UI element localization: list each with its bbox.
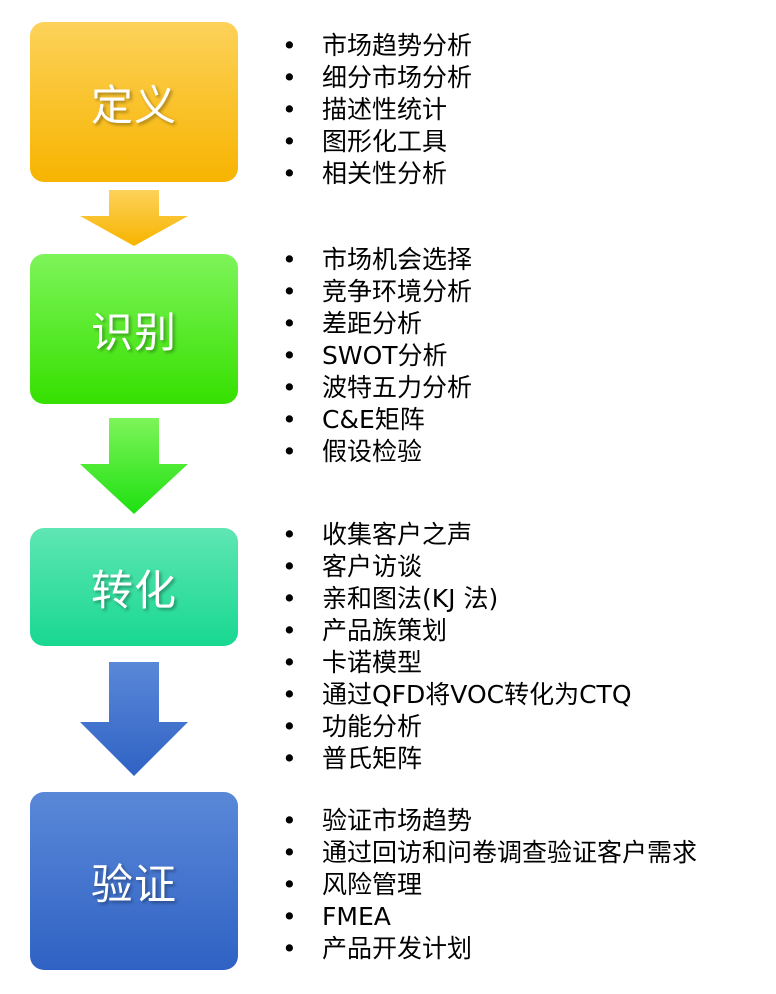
arrow-define-to-identify: [80, 190, 188, 246]
transform-item-list: 收集客户之声 客户访谈 亲和图法(KJ 法) 产品族策划 卡诺模型 通过QFD将…: [280, 519, 632, 775]
stage-title-identify: 识别: [90, 307, 177, 357]
list-item: 竞争环境分析: [280, 276, 472, 308]
list-item: 图形化工具: [280, 126, 472, 158]
list-item: 产品开发计划: [280, 933, 697, 965]
list-item: 市场趋势分析: [280, 30, 472, 62]
list-item: 卡诺模型: [280, 647, 632, 679]
list-item: 细分市场分析: [280, 62, 472, 94]
stage-box-transform: 转化: [30, 528, 238, 646]
list-item: 相关性分析: [280, 158, 472, 190]
list-item: 功能分析: [280, 711, 632, 743]
stage-box-verify: 验证: [30, 792, 238, 970]
stage-box-identify: 识别: [30, 254, 238, 404]
list-item: 产品族策划: [280, 615, 632, 647]
arrow-identify-to-transform: [80, 418, 188, 514]
arrow-transform-to-verify: [80, 662, 188, 776]
list-item: 验证市场趋势: [280, 805, 697, 837]
list-item: SWOT分析: [280, 340, 472, 372]
list-item: 收集客户之声: [280, 519, 632, 551]
list-item: 假设检验: [280, 436, 472, 468]
stage-title-transform: 转化: [90, 565, 177, 615]
identify-item-list: 市场机会选择 竞争环境分析 差距分析 SWOT分析 波特五力分析 C&E矩阵 假…: [280, 244, 472, 468]
stage-title-define: 定义: [90, 80, 177, 130]
verify-item-list: 验证市场趋势 通过回访和问卷调查验证客户需求 风险管理 FMEA 产品开发计划: [280, 805, 697, 965]
list-item: 波特五力分析: [280, 372, 472, 404]
list-item: 市场机会选择: [280, 244, 472, 276]
list-item: 通过回访和问卷调查验证客户需求: [280, 837, 697, 869]
list-item: 通过QFD将VOC转化为CTQ: [280, 679, 632, 711]
stage-title-verify: 验证: [90, 859, 177, 909]
stage-box-define: 定义: [30, 22, 238, 182]
list-item: 风险管理: [280, 869, 697, 901]
list-item: 差距分析: [280, 308, 472, 340]
list-item: 描述性统计: [280, 94, 472, 126]
list-item: C&E矩阵: [280, 404, 472, 436]
list-item: 亲和图法(KJ 法): [280, 583, 632, 615]
define-item-list: 市场趋势分析 细分市场分析 描述性统计 图形化工具 相关性分析: [280, 30, 472, 190]
list-item: FMEA: [280, 901, 697, 933]
list-item: 普氏矩阵: [280, 743, 632, 775]
list-item: 客户访谈: [280, 551, 632, 583]
